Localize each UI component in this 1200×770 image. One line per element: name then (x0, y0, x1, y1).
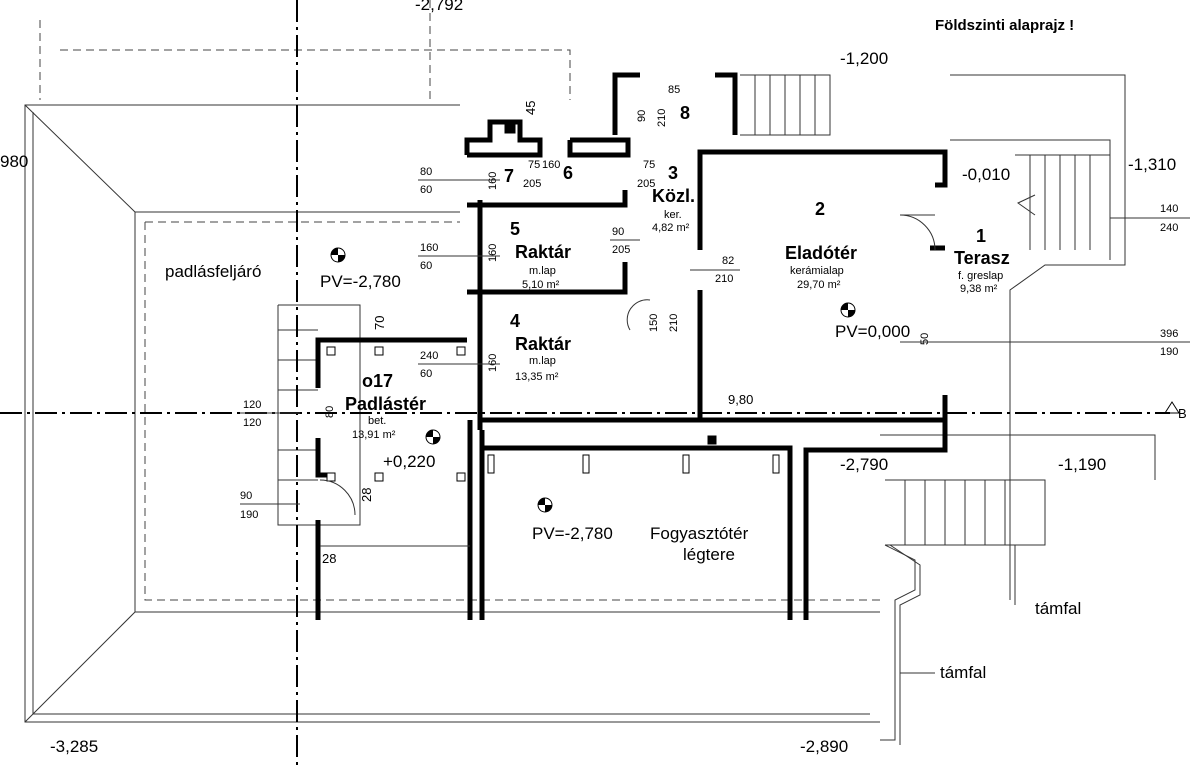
room-1-number: 1 (976, 226, 986, 246)
tamfal-label: támfal (940, 663, 986, 682)
room-o17-area: 13,91 m² (352, 429, 396, 441)
dimension-label: 90 (636, 110, 648, 122)
dimension-label: 160 (487, 172, 499, 190)
dimension-label: 240 (420, 350, 438, 362)
level-label: -1,200 (840, 49, 888, 68)
dimension-label: 75 (528, 159, 540, 171)
dimension-label: 190 (1160, 346, 1178, 358)
dimension-label: 9,80 (728, 392, 753, 407)
dimension-label: 28 (359, 488, 374, 502)
dimension-label: 150 (648, 314, 660, 332)
room-1-area: 9,38 m² (960, 283, 998, 295)
room-2-number: 2 (815, 199, 825, 219)
room-1-name: Terasz (954, 248, 1010, 268)
dimension-label: 45 (523, 101, 538, 115)
dimension-labels: 45 85 90 210 75 160 205 75 205 80 60 160… (240, 84, 1178, 566)
columns (326, 122, 780, 482)
dimension-label: 75 (643, 159, 655, 171)
padlasfeljaro-label: padlásfeljáró (165, 262, 261, 281)
tamfal-label: támfal (1035, 599, 1081, 618)
room-3-number: 3 (668, 163, 678, 183)
level-label: -1,190 (1058, 455, 1106, 474)
dimension-label: 396 (1160, 328, 1178, 340)
dimension-lines (240, 179, 1190, 547)
dimension-label: 160 (542, 159, 560, 171)
level-label: -2,792 (415, 0, 463, 14)
room-5-floor: m.lap (529, 265, 556, 277)
axis-b-marker (1164, 401, 1180, 414)
room-4-name: Raktár (515, 334, 571, 354)
level-markers (330, 247, 856, 513)
room-o17-number: o17 (362, 371, 393, 391)
room-2-area: 29,70 m² (797, 279, 841, 291)
dimension-label: 210 (668, 314, 680, 332)
dimension-label: 120 (243, 417, 261, 429)
dimension-label: 210 (715, 273, 733, 285)
dimension-label: 60 (420, 260, 432, 272)
room-labels: 8 7 6 3 Közl. ker. 4,82 m² 5 Raktár m.la… (165, 103, 1081, 682)
dimension-label: 85 (668, 84, 680, 96)
dimension-label: 60 (420, 368, 432, 380)
level-label: PV=-2,780 (320, 272, 401, 291)
room-3-floor: ker. (664, 209, 682, 221)
dimension-label: 82 (722, 255, 734, 267)
room-o17-name: Padlástér (345, 394, 426, 414)
dimension-label: 90 (240, 490, 252, 502)
room-2-name: Eladótér (785, 243, 857, 263)
level-label: -3,285 (50, 737, 98, 756)
room-5-area: 5,10 m² (522, 279, 560, 291)
room-7-number: 7 (504, 166, 514, 186)
room-4-floor: m.lap (529, 355, 556, 367)
dimension-label: 205 (523, 178, 541, 190)
dimension-label: 28 (322, 551, 336, 566)
dimension-label: 205 (612, 244, 630, 256)
dimension-label: 50 (919, 333, 931, 345)
room-4-area: 13,35 m² (515, 371, 559, 383)
walls (315, 72, 948, 620)
dimension-label: 80 (324, 406, 336, 418)
axis-b-label: B (1178, 406, 1187, 421)
legtere-label: légtere (683, 545, 735, 564)
level-label: -2,890 (800, 737, 848, 756)
room-5-number: 5 (510, 219, 520, 239)
dimension-label: 70 (372, 316, 387, 330)
level-label: -0,010 (962, 165, 1010, 184)
dimension-label: 160 (420, 242, 438, 254)
level-label: -1,310 (1128, 155, 1176, 174)
dimension-label: 60 (420, 184, 432, 196)
fogyasztoter-label: Fogyasztótér (650, 524, 749, 543)
dimension-label: 210 (656, 109, 668, 127)
level-label: -2,790 (840, 455, 888, 474)
doors (319, 214, 936, 516)
room-o17-floor: bet. (368, 415, 386, 427)
room-3-name: Közl. (652, 186, 695, 206)
room-6-number: 6 (563, 163, 573, 183)
roof-outline (24, 0, 880, 723)
dimension-label: 205 (637, 178, 655, 190)
room-8-number: 8 (680, 103, 690, 123)
room-3-area: 4,82 m² (652, 222, 690, 234)
room-2-floor: kerámialap (790, 265, 844, 277)
dimension-label: 160 (487, 354, 499, 372)
level-label: +0,220 (383, 452, 435, 471)
drawing-title: Földszinti alaprajz ! (935, 17, 1074, 34)
dimension-label: 190 (240, 509, 258, 521)
dimension-label: 240 (1160, 222, 1178, 234)
level-labels: -2,792 -1,200 -1,310 -0,010 980 PV=-2,78… (0, 0, 1176, 756)
stairs (277, 74, 1156, 745)
room-4-number: 4 (510, 311, 520, 331)
level-label: 980 (0, 152, 28, 171)
dimension-label: 160 (487, 244, 499, 262)
level-label: PV=0,000 (835, 322, 910, 341)
room-1-floor: f. greslap (958, 270, 1003, 282)
level-label: PV=-2,780 (532, 524, 613, 543)
room-5-name: Raktár (515, 242, 571, 262)
dimension-label: 120 (243, 399, 261, 411)
dimension-label: 140 (1160, 203, 1178, 215)
dimension-label: 90 (612, 226, 624, 238)
dimension-label: 80 (420, 166, 432, 178)
